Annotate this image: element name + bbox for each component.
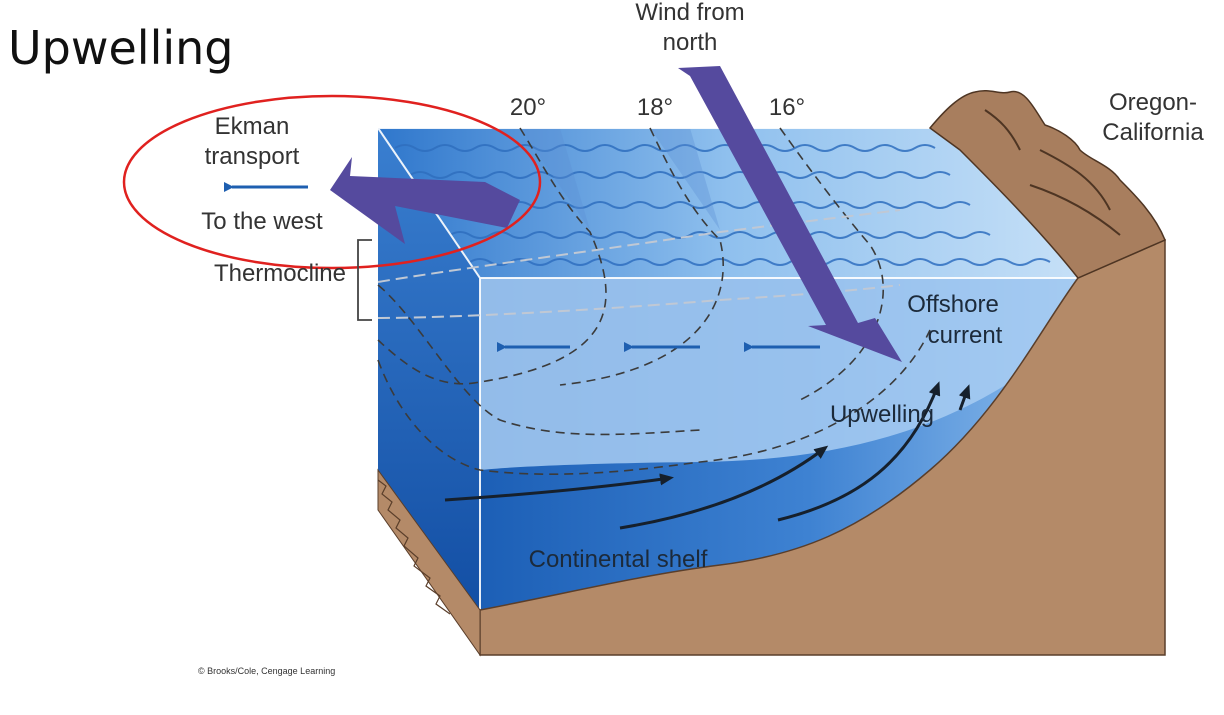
wind-label-line2: north <box>663 29 718 56</box>
wind-arrow[interactable] <box>678 66 902 362</box>
coastline-top <box>928 89 1166 279</box>
ekman-transport-arrow[interactable] <box>330 157 520 244</box>
ekman-label-line2: transport <box>205 143 300 170</box>
offshore-label-line1: Offshore <box>907 291 999 318</box>
wind-label-line1: Wind from <box>635 0 744 26</box>
offshore-label-line2: current <box>928 322 1003 349</box>
temp-label-16: 16° <box>769 94 805 121</box>
terrain-lines <box>984 109 1121 236</box>
region-label-line2: California <box>1102 119 1204 146</box>
block-edges <box>377 127 1078 655</box>
page-title: Upwelling <box>8 21 234 75</box>
temp-label-18: 18° <box>637 94 673 121</box>
warm-surface-layer <box>480 278 1078 470</box>
coastal-land <box>479 238 1166 656</box>
thermocline-isotherms <box>377 127 884 436</box>
upwelling-label: Upwelling <box>830 401 934 428</box>
thermocline-bracket <box>357 239 372 321</box>
ekman-label-line1: Ekman <box>215 113 290 140</box>
thermocline-bounds <box>377 209 901 319</box>
isotherm-wedges <box>520 128 720 230</box>
continental-shelf-label: Continental shelf <box>529 546 708 573</box>
shelf-left-land <box>377 468 481 657</box>
surface-waves <box>394 144 1051 266</box>
region-label-line1: Oregon- <box>1109 89 1197 116</box>
ekman-highlight-ellipse[interactable] <box>122 94 542 270</box>
block-left-face <box>378 128 480 655</box>
copyright-credit: © Brooks/Cole, Cengage Learning <box>198 666 335 676</box>
deep-flow-arrows <box>444 381 971 530</box>
shelf-left-edge <box>377 479 451 615</box>
to-west-label: To the west <box>201 208 323 235</box>
temp-label-20: 20° <box>510 94 546 121</box>
thermocline-label: Thermocline <box>214 260 346 287</box>
